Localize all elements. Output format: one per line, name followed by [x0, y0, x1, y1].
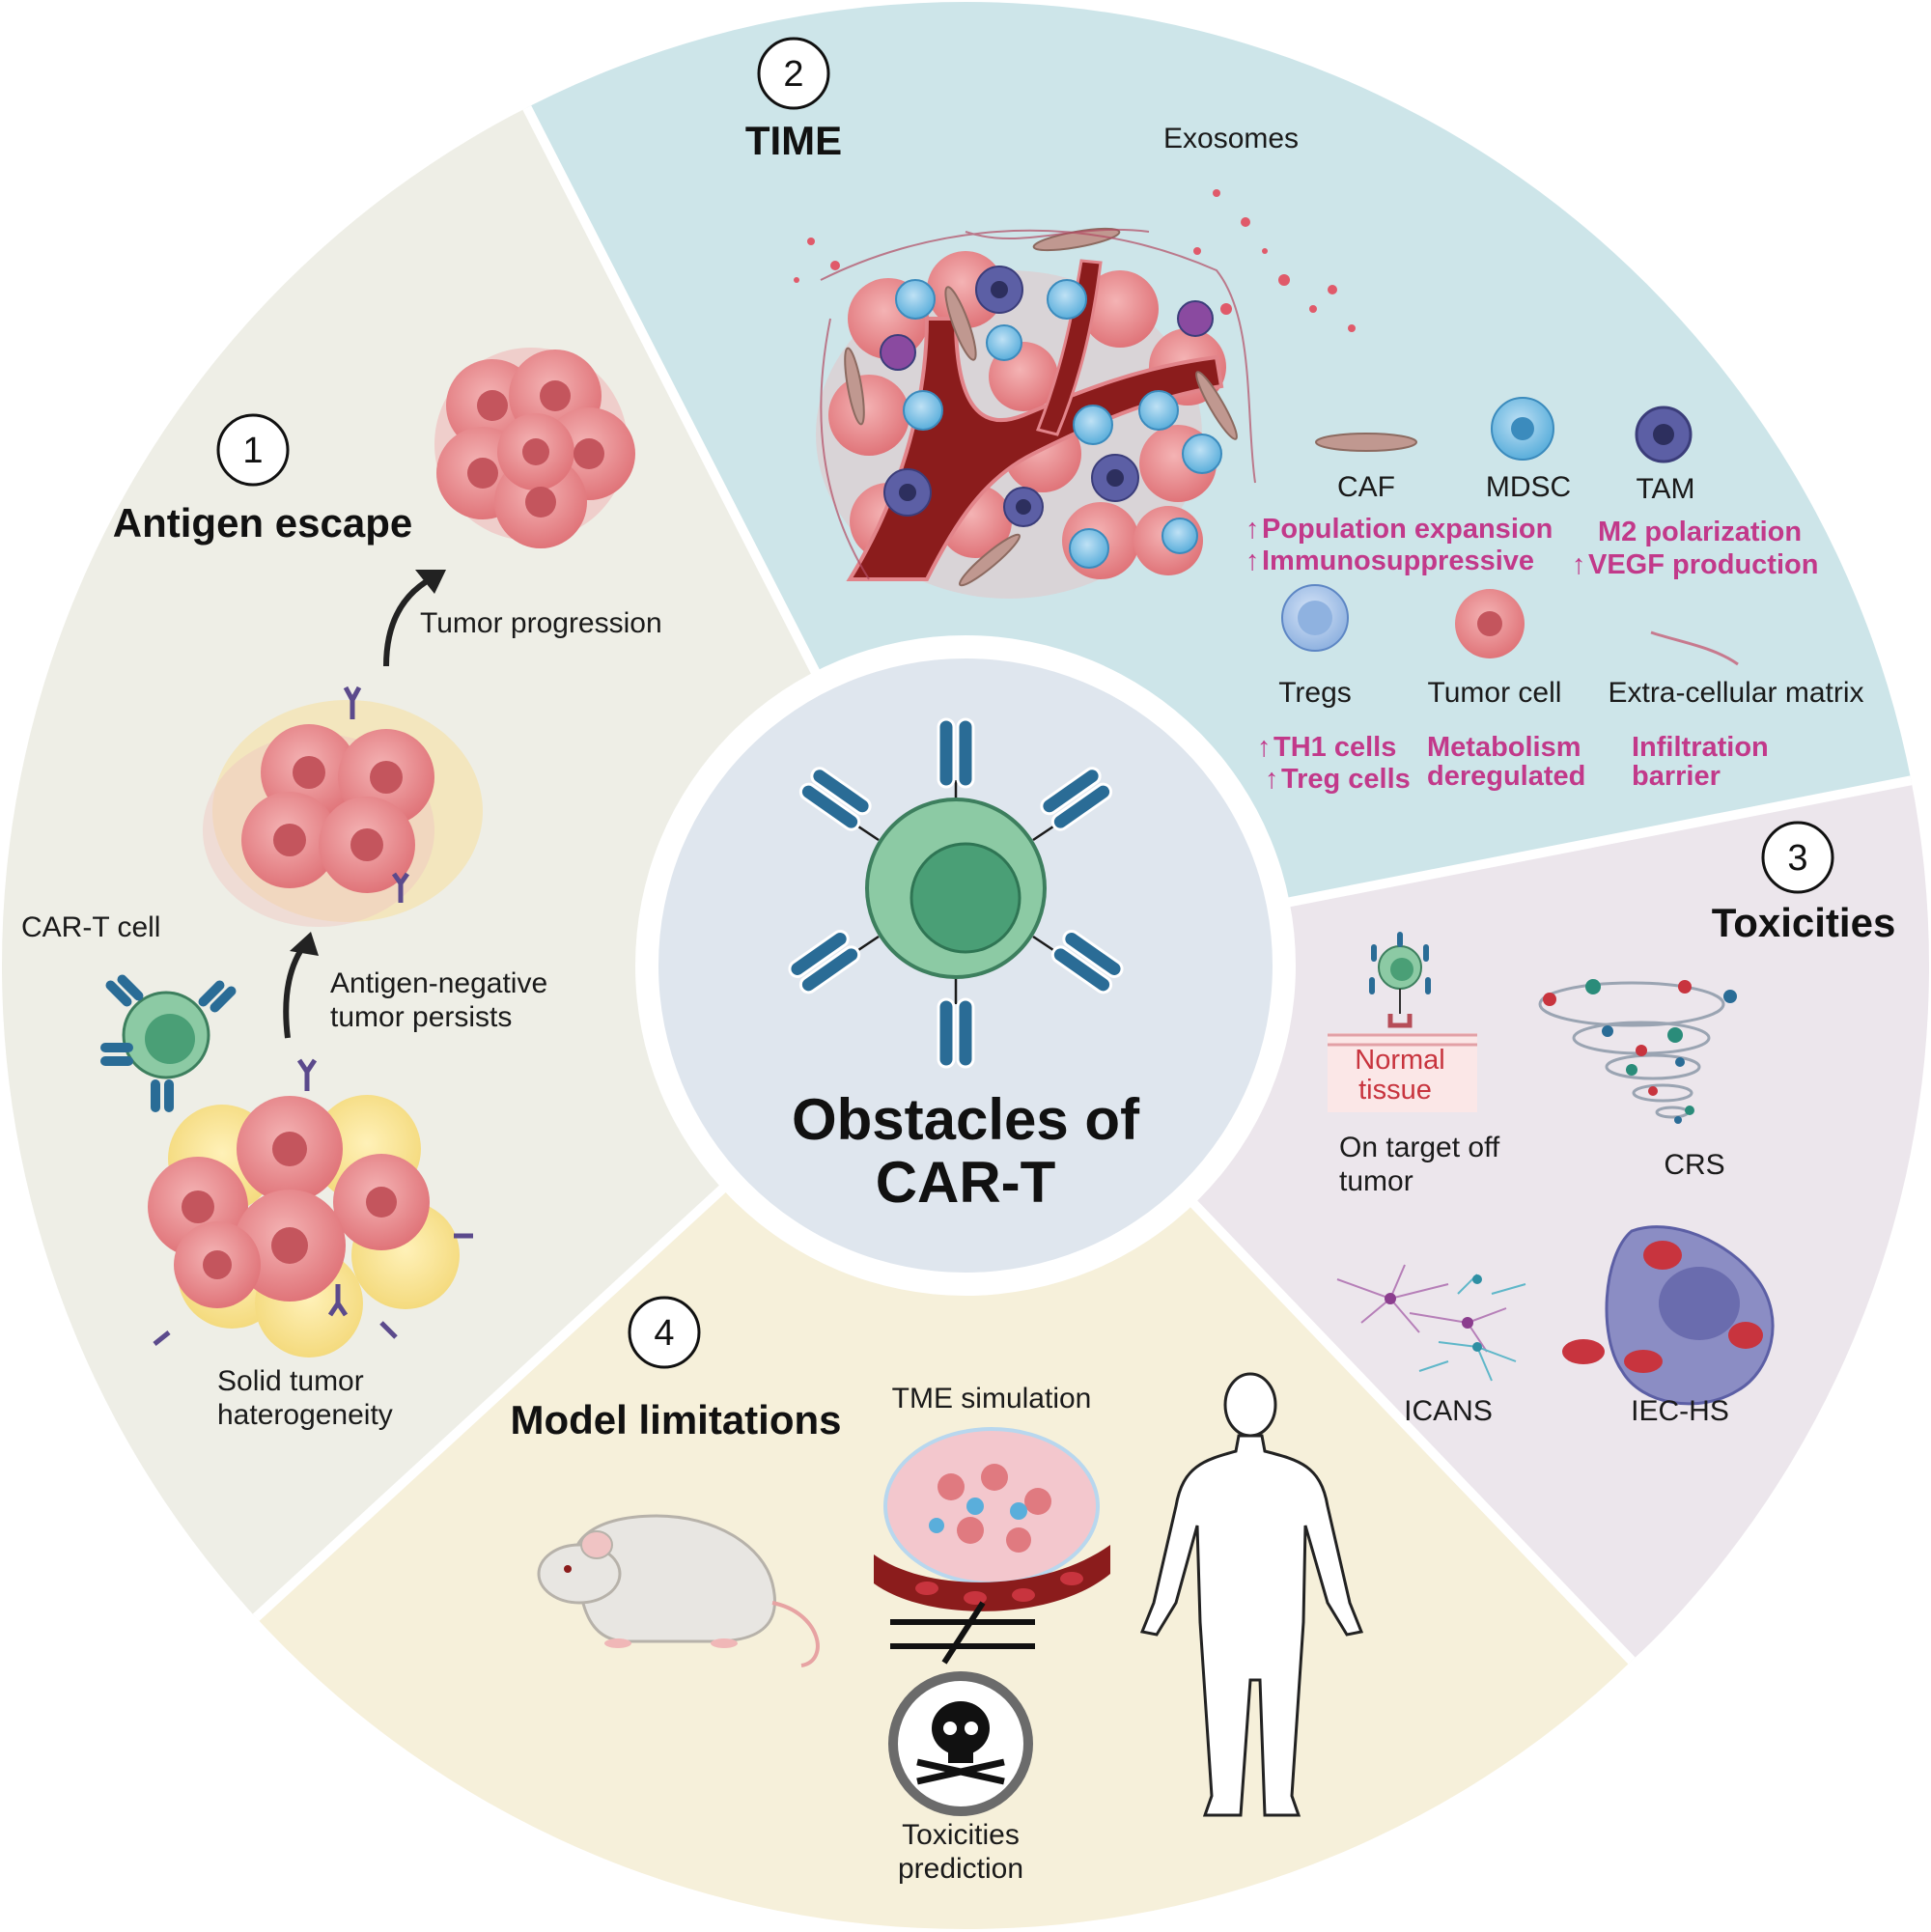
solid-tumor-label-2: haterogeneity: [217, 1399, 393, 1431]
antigen-escape-panel: 1 Antigen escape Tumor progression: [21, 348, 662, 1431]
number-badge-4: [628, 1296, 701, 1369]
number-1: 1: [242, 431, 263, 471]
mdsc-icon: [1491, 397, 1554, 461]
number-3: 3: [1787, 838, 1807, 879]
time-legend: CAF MDSC TAM ↑ Population expansion ↑ Im…: [1245, 397, 1864, 795]
caf-icon: [1315, 433, 1417, 452]
tumor-microenvironment-illustration: [794, 189, 1356, 599]
tumor-cell-label: Tumor cell: [1428, 677, 1562, 709]
ecm-effect-2: barrier: [1632, 761, 1721, 792]
tam-label: TAM: [1636, 473, 1694, 505]
crs-tornado-icon: [1538, 979, 1737, 1124]
antigen-negative-label-2: tumor persists: [330, 1001, 512, 1033]
tme-simulation-icon: [874, 1427, 1110, 1611]
caf-mdsc-effect-2-arrow: ↑: [1245, 546, 1260, 576]
exosomes-label: Exosomes: [1163, 123, 1299, 154]
icans-label: ICANS: [1404, 1395, 1493, 1427]
crs-label: CRS: [1664, 1149, 1724, 1181]
tregs-effect-2: Treg cells: [1281, 764, 1411, 795]
tam-icon: [1635, 406, 1693, 463]
heterogeneous-solid-tumor: [148, 1058, 473, 1358]
tam-effect-1: M2 polarization: [1598, 517, 1802, 547]
tumor-cell-icon: [1455, 589, 1525, 658]
tumor-progression-label: Tumor progression: [420, 607, 662, 639]
tam-effect-2-arrow: ↑: [1572, 549, 1586, 580]
tregs-effect-2-arrow: ↑: [1265, 764, 1279, 795]
number-2: 2: [783, 54, 803, 95]
tam-effect-2: VEGF production: [1588, 549, 1818, 580]
number-4: 4: [654, 1313, 674, 1354]
icans-neuron-icon: [1336, 1264, 1526, 1382]
on-target-off-tumor-label-2: tumor: [1339, 1165, 1413, 1197]
iec-hs-label: IEC-HS: [1631, 1395, 1729, 1427]
iec-hs-macrophage-icon: [1562, 1225, 1775, 1406]
tregs-label: Tregs: [1278, 677, 1352, 709]
tregs-effect-1-arrow: ↑: [1257, 732, 1272, 763]
normal-tissue-label-2: tissue: [1358, 1075, 1432, 1106]
ecm-label: Extra-cellular matrix: [1608, 677, 1863, 709]
mdsc-label: MDSC: [1486, 471, 1571, 503]
model-limitations-panel: 4 Model limitations TME simulation: [510, 1296, 1364, 1885]
human-silhouette-icon: [1139, 1372, 1364, 1817]
progressed-tumor-cluster: [434, 348, 635, 548]
antigen-negative-tumor: [203, 686, 483, 927]
on-target-off-tumor-icon: [1328, 932, 1477, 1112]
caf-mdsc-effect-2: Immunosuppressive: [1262, 546, 1534, 576]
on-target-off-tumor-label-1: On target off: [1339, 1132, 1500, 1163]
center-title-line1: Obstacles of: [792, 1087, 1140, 1152]
caf-mdsc-effect-1: Population expansion: [1262, 514, 1553, 545]
model-limitations-title: Model limitations: [510, 1397, 841, 1442]
treg-icon: [1281, 584, 1349, 652]
toxicities-prediction-label-1: Toxicities: [902, 1819, 1020, 1851]
blood-vessel: [846, 317, 1224, 581]
toxicities-prediction-label-2: prediction: [898, 1853, 1023, 1885]
antigen-negative-label-1: Antigen-negative: [330, 967, 547, 999]
car-t-cell-small: [100, 974, 237, 1112]
number-badge-1: [216, 413, 290, 487]
time-panel: 2 TIME Exosomes: [745, 37, 1864, 795]
center-title-line2: CAR-T: [876, 1150, 1056, 1215]
solid-tumor-label-1: Solid tumor: [217, 1365, 364, 1397]
toxicities-title: Toxicities: [1712, 900, 1896, 945]
number-badge-2: [757, 37, 830, 110]
number-badge-3: [1761, 821, 1834, 894]
caf-label: CAF: [1337, 471, 1395, 503]
car-t-cell-large: [788, 717, 1124, 1069]
car-t-cell-label: CAR-T cell: [21, 911, 160, 943]
antigen-escape-title: Antigen escape: [113, 500, 412, 546]
ecm-icon: [1650, 630, 1739, 666]
tme-simulation-label: TME simulation: [892, 1383, 1092, 1414]
tumor-effect-1: Metabolism: [1427, 732, 1581, 763]
toxicities-panel: 3 Toxicities Normal tissue On target off…: [1328, 821, 1896, 1427]
caf-mdsc-effect-1-arrow: ↑: [1245, 514, 1260, 545]
tumor-effect-2: deregulated: [1427, 761, 1585, 792]
not-equal-icon: [890, 1601, 1035, 1665]
ecm-effect-1: Infiltration: [1632, 732, 1769, 763]
time-title: TIME: [745, 118, 842, 163]
tregs-effect-1: TH1 cells: [1273, 732, 1396, 763]
center-hub: Obstacles of CAR-T: [635, 635, 1296, 1296]
normal-tissue-label-1: Normal: [1355, 1045, 1444, 1076]
skull-icon: [888, 1671, 1033, 1816]
mouse-icon: [537, 1514, 820, 1667]
